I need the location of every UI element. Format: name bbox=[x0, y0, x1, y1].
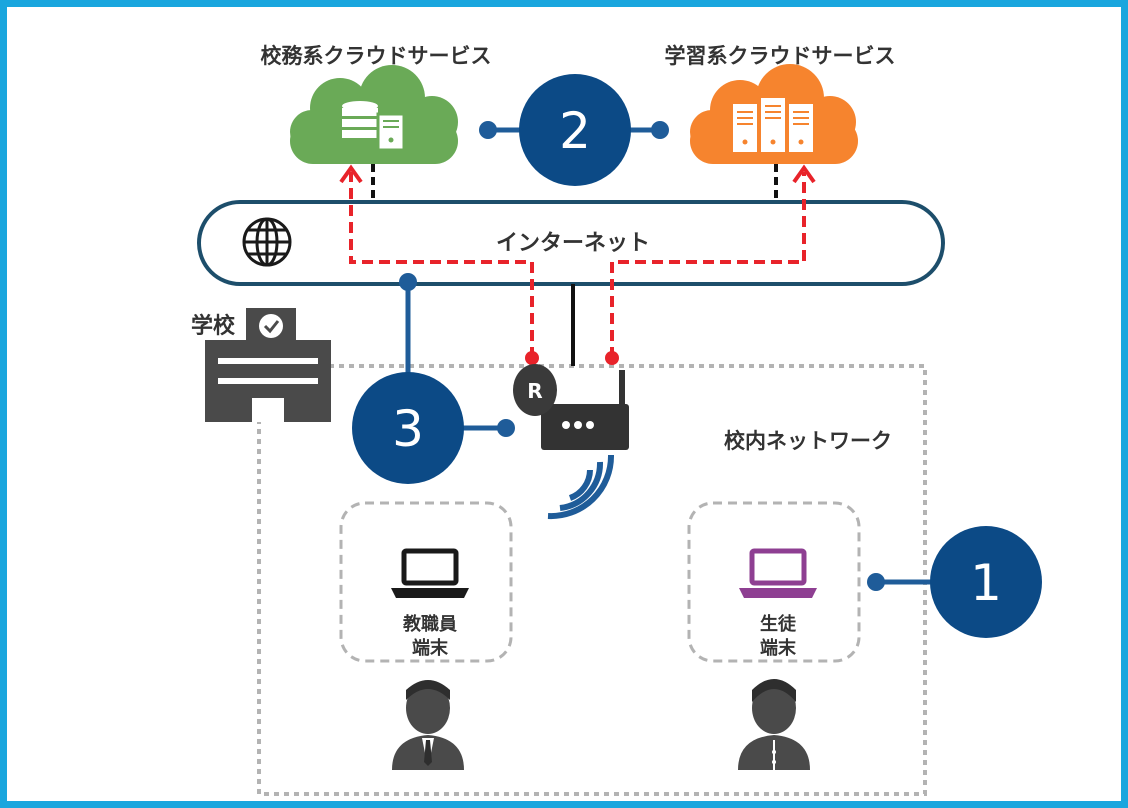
link-dot bbox=[399, 273, 417, 291]
arrowhead bbox=[339, 164, 363, 184]
link-dot bbox=[479, 121, 497, 139]
teacher-person-icon bbox=[392, 680, 464, 770]
router-badge: R bbox=[527, 379, 542, 403]
marker-2 bbox=[519, 74, 631, 186]
laptop-icon bbox=[739, 548, 817, 598]
route-dot bbox=[605, 351, 619, 365]
student-terminal-label-2: 端末 bbox=[760, 637, 797, 659]
marker-1 bbox=[930, 526, 1042, 638]
dashed-route-learning bbox=[610, 172, 806, 358]
marker-1-number: 1 bbox=[970, 554, 1002, 612]
globe-icon bbox=[242, 217, 292, 267]
diagram-canvas: 校務系クラウドサービス 学習系クラウドサービス インターネット 学校 校内ネット… bbox=[191, 44, 1042, 796]
student-terminal-box bbox=[687, 501, 861, 663]
teacher-terminal-label-2: 端末 bbox=[412, 637, 449, 659]
internet-label: インターネット bbox=[496, 231, 650, 256]
marker-2-number: 2 bbox=[559, 102, 591, 160]
teacher-terminal-box bbox=[339, 501, 513, 663]
laptop-icon bbox=[391, 548, 469, 598]
school-network-label: 校内ネットワーク bbox=[724, 429, 892, 453]
arrowhead bbox=[792, 164, 816, 184]
school-label: 学校 bbox=[191, 313, 236, 339]
student-terminal-label-1: 生徒 bbox=[760, 613, 797, 635]
database-server-icon bbox=[342, 101, 406, 152]
school-building-icon bbox=[205, 308, 331, 422]
wifi-icon bbox=[547, 454, 615, 520]
link-dot bbox=[497, 419, 515, 437]
link-dot bbox=[651, 121, 669, 139]
route-dot bbox=[525, 351, 539, 365]
teacher-terminal-label-1: 教職員 bbox=[403, 613, 457, 635]
learning-cloud-label: 学習系クラウドサービス bbox=[665, 44, 896, 68]
marker-3 bbox=[352, 372, 464, 484]
router-icon bbox=[513, 364, 629, 450]
learning-cloud bbox=[690, 64, 858, 164]
marker-3-number: 3 bbox=[392, 400, 424, 458]
admin-cloud-label: 校務系クラウドサービス bbox=[261, 44, 492, 68]
server-rack-icon bbox=[733, 98, 813, 152]
admin-cloud bbox=[290, 65, 458, 164]
link-dot bbox=[867, 573, 885, 591]
student-person-icon bbox=[738, 679, 810, 770]
